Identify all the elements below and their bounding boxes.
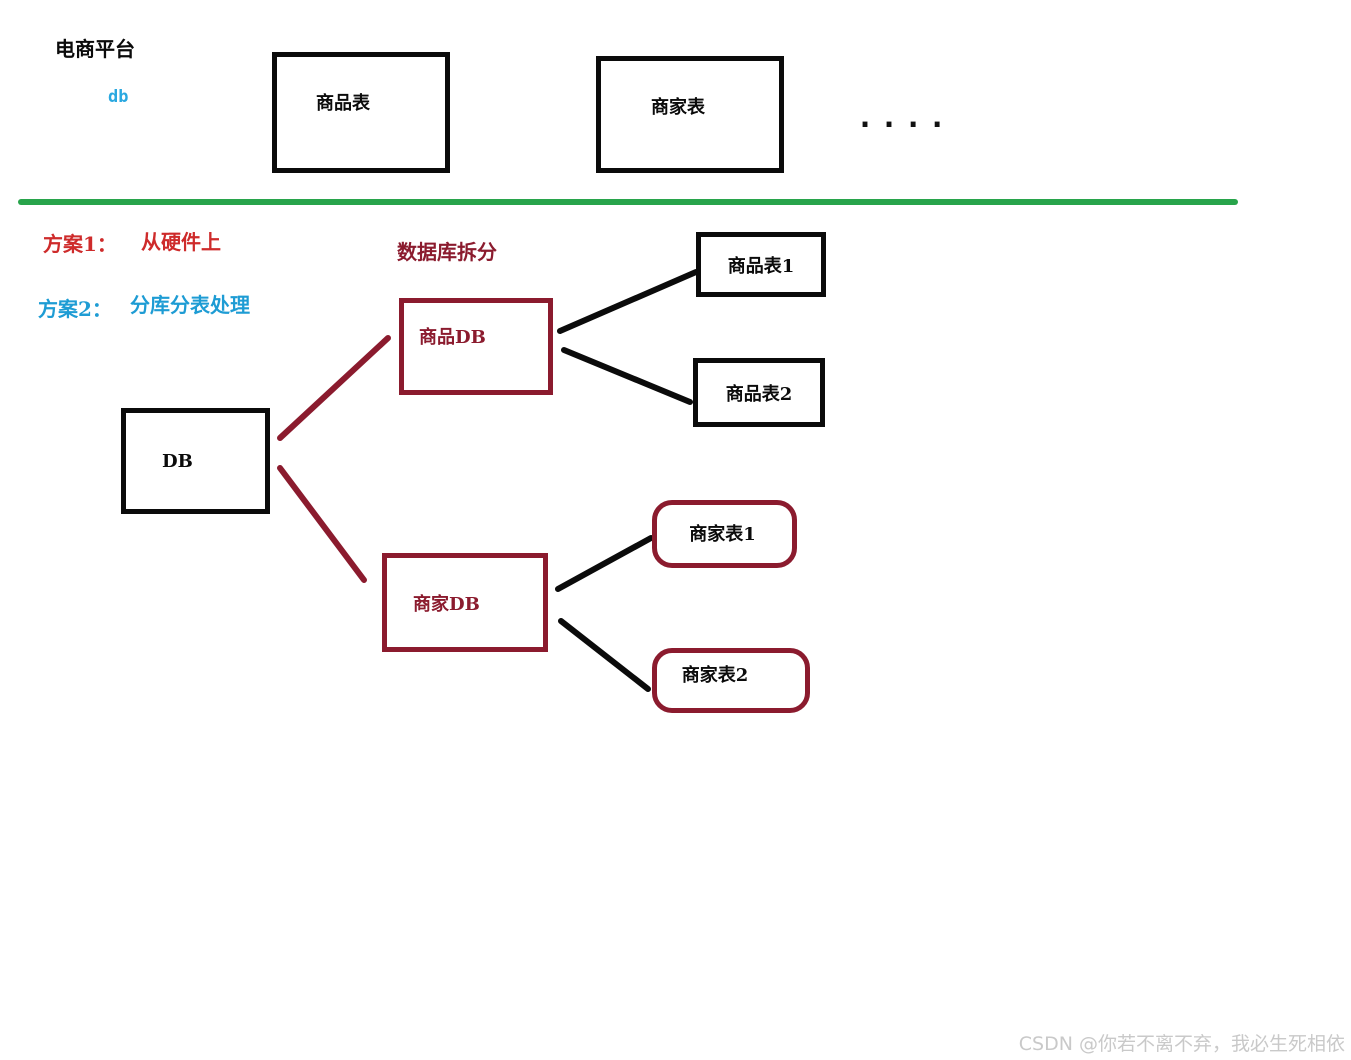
csdn-watermark: CSDN @你若不离不弃，我必生死相依	[1018, 1033, 1345, 1055]
merchant-db-label: 商家DB	[413, 593, 480, 615]
merchant-table-label: 商家表	[651, 96, 705, 118]
product-table2-box: 商品表2	[693, 358, 825, 427]
product-table-label: 商品表	[316, 92, 370, 114]
merchant-table1-label: 商家表1	[689, 524, 756, 545]
merchant-table2-label: 商家表2	[681, 664, 749, 686]
plan2-label: 方案2：	[38, 297, 112, 321]
plan1-label: 方案1：	[43, 232, 117, 256]
line-productdb-to-table2	[561, 347, 693, 405]
merchant-db-box: 商家DB	[382, 553, 548, 652]
ellipsis-dots: ....	[856, 100, 953, 135]
line-db-to-product-db	[277, 335, 391, 441]
plan2-text: 分库分表处理	[130, 293, 250, 317]
product-db-label: 商品DB	[419, 326, 486, 348]
line-productdb-to-table1	[557, 269, 699, 334]
line-db-to-merchant-db	[277, 465, 367, 583]
merchant-table-box: 商家表	[596, 56, 784, 173]
product-table-box: 商品表	[272, 52, 450, 173]
section-divider	[18, 199, 1238, 205]
plan1-text: 从硬件上	[141, 230, 221, 254]
product-table2-label: 商品表2	[725, 383, 793, 405]
platform-title: 电商平台	[55, 37, 135, 61]
product-table1-label: 商品表1	[727, 255, 795, 277]
product-table1-box: 商品表1	[696, 232, 826, 297]
db-root-box: DB	[121, 408, 270, 514]
merchant-table2-box: 商家表2	[652, 648, 810, 713]
line-merchantdb-to-table1	[555, 535, 654, 592]
db-root-label: DB	[162, 450, 193, 472]
line-merchantdb-to-table2	[558, 618, 651, 692]
product-db-box: 商品DB	[399, 298, 553, 395]
db-split-title: 数据库拆分	[397, 240, 497, 264]
merchant-table1-box: 商家表1	[652, 500, 797, 568]
db-caption: db	[108, 87, 129, 107]
